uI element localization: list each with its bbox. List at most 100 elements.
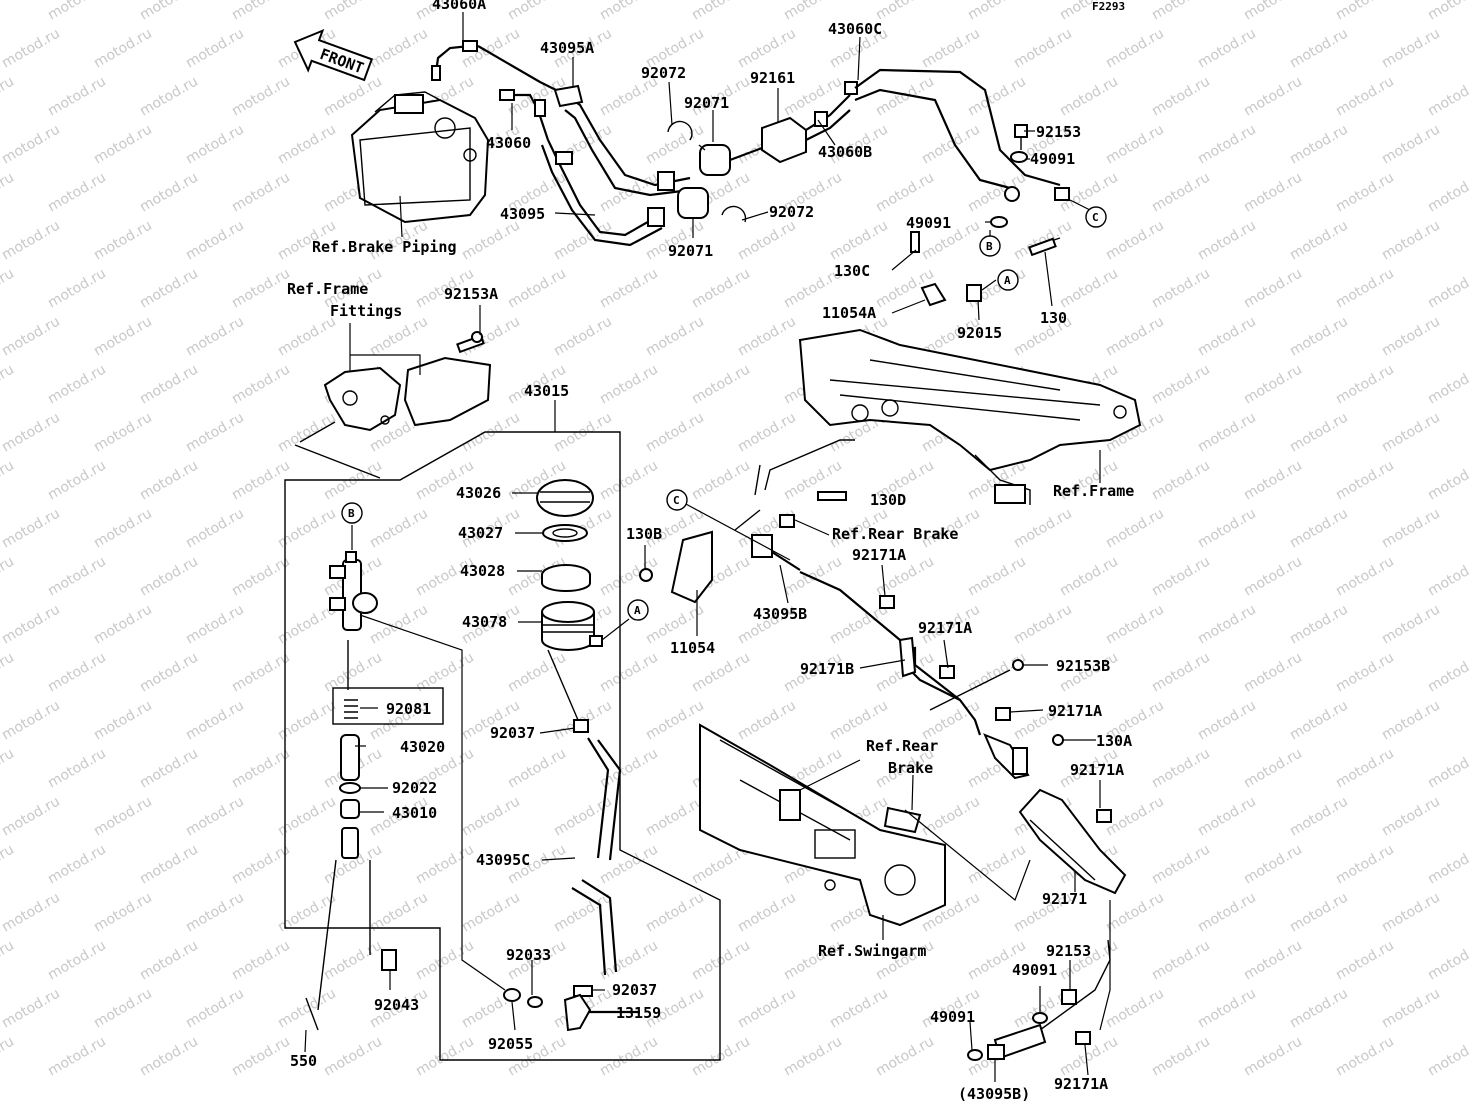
- watermark-text: motod.ru: [735, 985, 799, 1031]
- watermark-text: motod.ru: [45, 553, 109, 599]
- watermark-text: motod.ru: [137, 841, 201, 887]
- watermark-text: motod.ru: [229, 457, 293, 503]
- callout-a-circle-2: [627, 599, 649, 621]
- part-label: 43095C: [476, 851, 530, 869]
- watermark-text: motod.ru: [597, 361, 661, 407]
- watermark-text: motod.ru: [183, 697, 247, 743]
- watermark-text: motod.ru: [1425, 649, 1469, 695]
- watermark-text: motod.ru: [1149, 841, 1213, 887]
- watermark-text: motod.ru: [91, 793, 155, 839]
- watermark-text: motod.ru: [0, 889, 63, 935]
- part-label: 43060A: [432, 0, 486, 13]
- watermark-text: motod.ru: [689, 265, 753, 311]
- watermark-text: motod.ru: [1057, 73, 1121, 119]
- watermark-text: motod.ru: [1149, 649, 1213, 695]
- watermark-text: motod.ru: [1149, 265, 1213, 311]
- watermark-text: motod.ru: [1287, 121, 1351, 167]
- part-label: 130D: [870, 491, 906, 509]
- part-label: 92171B: [800, 660, 854, 678]
- master-cylinder: [329, 551, 378, 631]
- watermark-text: motod.ru: [919, 121, 983, 167]
- part-label: 92022: [392, 779, 437, 797]
- watermark-text: motod.ru: [321, 73, 385, 119]
- watermark-text: motod.ru: [0, 361, 17, 407]
- part-label: 43027: [458, 524, 503, 542]
- watermark-text: motod.ru: [735, 409, 799, 455]
- watermark-text: motod.ru: [229, 1033, 293, 1079]
- watermark-text: motod.ru: [1333, 649, 1397, 695]
- watermark-text: motod.ru: [735, 313, 799, 359]
- reference-labels: Ref.Brake Piping Ref.Frame Fittings Ref.…: [287, 238, 1134, 960]
- watermark-text: motod.ru: [1425, 73, 1469, 119]
- part-label: 49091: [1012, 961, 1057, 979]
- watermark-text: motod.ru: [1333, 457, 1397, 503]
- watermark-text: motod.ru: [1195, 313, 1259, 359]
- watermark-text: motod.ru: [597, 937, 661, 983]
- watermark-text: motod.ru: [275, 409, 339, 455]
- watermark-text: motod.ru: [1379, 697, 1443, 743]
- watermark-text: motod.ru: [873, 169, 937, 215]
- watermark-text: motod.ru: [91, 889, 155, 935]
- svg-text:B: B: [986, 240, 993, 253]
- part-label: 92071: [668, 242, 713, 260]
- watermark-text: motod.ru: [1241, 553, 1305, 599]
- watermark-text: motod.ru: [643, 409, 707, 455]
- watermark-text: motod.ru: [367, 505, 431, 551]
- watermark-text: motod.ru: [0, 505, 63, 551]
- ref-rear-brake-2-line1: Ref.Rear: [866, 737, 938, 755]
- watermark-text: motod.ru: [1149, 745, 1213, 791]
- watermark-text: motod.ru: [0, 265, 17, 311]
- part-label: 92171A: [852, 546, 906, 564]
- part-labels: 43060A 43095A 92072 92161 43060C 92153 4…: [290, 0, 1132, 1102]
- watermark-text: motod.ru: [367, 601, 431, 647]
- watermark-text: motod.ru: [689, 0, 753, 23]
- watermark-text: motod.ru: [45, 265, 109, 311]
- part-label: 43010: [392, 804, 437, 822]
- watermark-text: motod.ru: [183, 313, 247, 359]
- part-label: 92153B: [1056, 657, 1110, 675]
- part-label: 92033: [506, 946, 551, 964]
- watermark-text: motod.ru: [45, 937, 109, 983]
- callout-b-circle: [979, 235, 1001, 257]
- watermark-text: motod.ru: [1103, 601, 1167, 647]
- watermark-text: motod.ru: [413, 937, 477, 983]
- watermark-text: motod.ru: [0, 553, 17, 599]
- watermark-text: motod.ru: [91, 313, 155, 359]
- callout-c-circle: [1085, 206, 1107, 228]
- watermark-text: motod.ru: [1287, 697, 1351, 743]
- watermark-text: motod.ru: [1103, 25, 1167, 71]
- watermark-text: motod.ru: [183, 793, 247, 839]
- watermark-text: motod.ru: [1333, 937, 1397, 983]
- watermark-text: motod.ru: [91, 25, 155, 71]
- watermark-text: motod.ru: [137, 649, 201, 695]
- watermark-text: motod.ru: [1241, 265, 1305, 311]
- watermark-text: motod.ru: [919, 25, 983, 71]
- watermark-text: motod.ru: [0, 937, 17, 983]
- watermark-text: motod.ru: [551, 889, 615, 935]
- watermark-text: motod.ru: [137, 745, 201, 791]
- watermark-text: motod.ru: [459, 793, 523, 839]
- watermark-text: motod.ru: [505, 649, 569, 695]
- part-label: 92153A: [444, 285, 498, 303]
- ref-rear-brake: Ref.Rear Brake: [832, 525, 958, 543]
- watermark-text: motod.ru: [0, 409, 63, 455]
- watermark-text: motod.ru: [0, 457, 17, 503]
- svg-text:C: C: [1092, 211, 1099, 224]
- svg-text:C: C: [673, 494, 680, 507]
- watermark-text: motod.ru: [1287, 793, 1351, 839]
- watermark-text: motod.ru: [1379, 793, 1443, 839]
- watermark-text: motod.ru: [1241, 649, 1305, 695]
- watermark-text: motod.ru: [459, 313, 523, 359]
- watermark-text: motod.ru: [367, 25, 431, 71]
- watermark-text: motod.ru: [597, 265, 661, 311]
- watermark-text: motod.ru: [1379, 121, 1443, 167]
- watermark-text: motod.ru: [275, 313, 339, 359]
- watermark-text: motod.ru: [137, 457, 201, 503]
- ref-rear-brake-2-line2: Brake: [888, 759, 933, 777]
- watermark-text: motod.ru: [0, 745, 17, 791]
- watermark-text: motod.ru: [965, 0, 1029, 23]
- part-label: 92153: [1046, 942, 1091, 960]
- part-label: 43060: [486, 134, 531, 152]
- watermark-text: motod.ru: [0, 793, 63, 839]
